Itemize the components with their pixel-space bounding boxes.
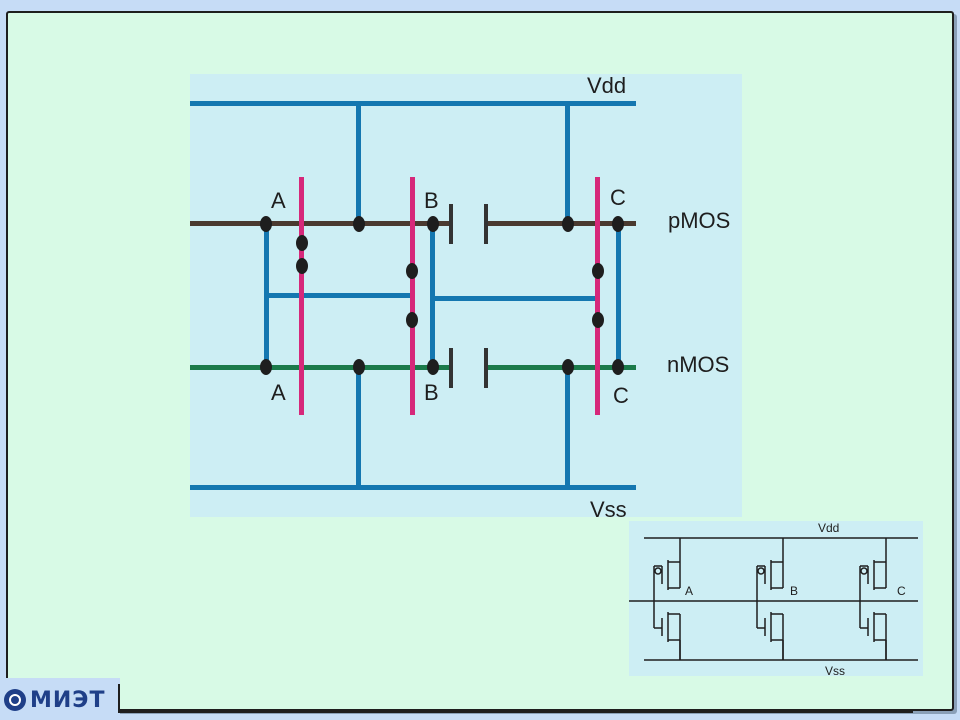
- vdd-rail: [190, 101, 636, 106]
- metal-b-drain: [430, 224, 435, 367]
- contact-nmos-vss2: [562, 359, 574, 375]
- contact-pmos-a: [260, 216, 272, 232]
- contact-poly-c-2: [592, 312, 604, 328]
- logo: МИЭТ: [4, 686, 105, 714]
- contact-nmos-c: [612, 359, 624, 375]
- label-b-top: B: [424, 188, 439, 213]
- contact-poly-c-1: [592, 263, 604, 279]
- poly-gate-a: [299, 177, 304, 415]
- label-a-bottom: A: [271, 380, 286, 405]
- contact-nmos-a: [260, 359, 272, 375]
- schematic-label-vss: Vss: [825, 664, 845, 678]
- schematic-pmos-c-bubble: [860, 567, 868, 575]
- contact-nmos-b: [427, 359, 439, 375]
- vdd-strap-2: [565, 101, 570, 224]
- schematic-inset: Vdd Vss A B C: [629, 521, 923, 678]
- metal-b-to-c: [430, 296, 598, 301]
- contact-poly-a-1: [296, 235, 308, 251]
- pmos-break-right: [484, 204, 488, 244]
- logo-icon: [4, 689, 26, 711]
- schematic-label-a: A: [685, 584, 693, 598]
- schematic-label-c: C: [897, 584, 906, 598]
- label-vdd: Vdd: [587, 73, 626, 98]
- pmos-diffusion-right: [486, 221, 636, 226]
- footer-vline: [118, 684, 120, 713]
- contact-pmos-vdd2: [562, 216, 574, 232]
- schematic-panel: [629, 521, 923, 676]
- contact-pmos-b: [427, 216, 439, 232]
- contact-pmos-vdd1: [353, 216, 365, 232]
- poly-gate-b: [410, 177, 415, 415]
- contact-poly-b-1: [406, 263, 418, 279]
- schematic-label-b: B: [790, 584, 798, 598]
- vss-strap-1: [356, 367, 361, 490]
- schematic-transistors: [653, 538, 887, 660]
- schematic-pmos-a-bubble: [654, 567, 662, 575]
- vdd-strap-1: [356, 101, 361, 224]
- label-a-top: A: [271, 188, 286, 213]
- contacts: [260, 216, 624, 375]
- nmos-diffusion-left: [190, 365, 450, 370]
- schematic-label-vdd: Vdd: [818, 521, 839, 535]
- label-vss: Vss: [590, 497, 627, 522]
- label-c-bottom: C: [613, 383, 629, 408]
- contact-poly-a-2: [296, 258, 308, 274]
- label-c-top: C: [610, 185, 626, 210]
- pmos-break-left: [449, 204, 453, 244]
- contact-nmos-vss1: [353, 359, 365, 375]
- footer-line: [118, 711, 913, 713]
- logo-text: МИЭТ: [30, 687, 106, 713]
- label-b-bottom: B: [424, 380, 439, 405]
- metal-a-to-b: [264, 293, 413, 298]
- label-nmos: nMOS: [667, 352, 729, 377]
- pmos-diffusion-left: [190, 221, 450, 226]
- nmos-break-right: [484, 348, 488, 388]
- contact-pmos-c: [612, 216, 624, 232]
- nmos-diffusion-right: [486, 365, 636, 370]
- metal-c-drain: [616, 224, 621, 367]
- schematic-pmos-b-bubble: [757, 567, 765, 575]
- vss-rail: [190, 485, 636, 490]
- contact-poly-b-2: [406, 312, 418, 328]
- poly-gate-c: [595, 177, 600, 415]
- vss-strap-2: [565, 367, 570, 490]
- nmos-break-left: [449, 348, 453, 388]
- label-pmos: pMOS: [668, 208, 730, 233]
